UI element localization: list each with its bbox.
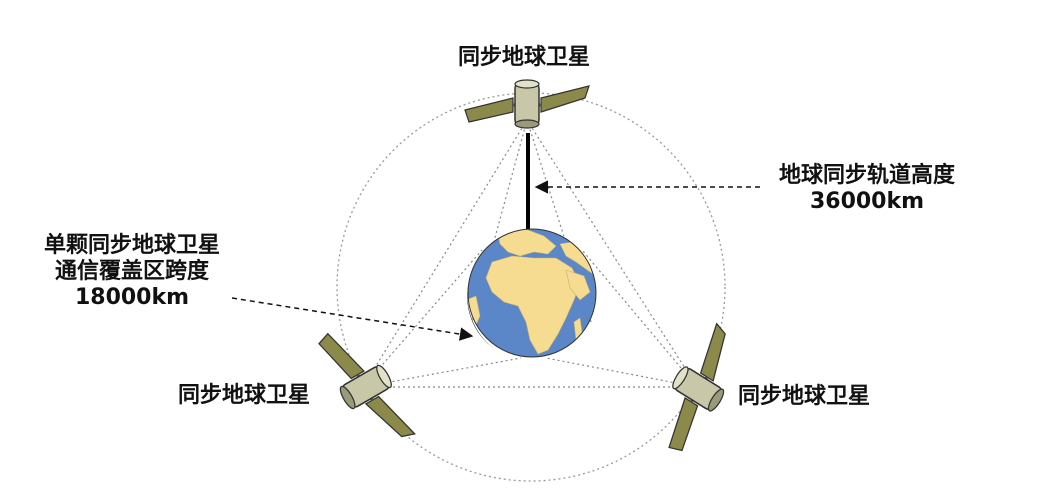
satellite-label-left: 同步地球卫星 — [178, 383, 311, 408]
satellite-label-top: 同步地球卫星 — [458, 45, 591, 70]
coverage-arrow — [231, 297, 474, 341]
altitude-title: 地球同步轨道高度 — [778, 163, 955, 188]
coverage-value: 18000km — [74, 285, 190, 310]
altitude-label: 地球同步轨道高度 36000km — [758, 163, 976, 215]
satellite-icon — [463, 78, 591, 130]
satellite-label-right: 同步地球卫星 — [738, 384, 871, 409]
altitude-value: 36000km — [809, 189, 925, 214]
earth-icon — [467, 228, 597, 358]
orbit-circle — [336, 92, 726, 482]
coverage-label: 单颗同步地球卫星 通信覆盖区跨度 18000km — [28, 233, 236, 311]
coverage-line2: 通信覆盖区跨度 — [54, 259, 209, 284]
coverage-line1: 单颗同步地球卫星 — [43, 233, 220, 258]
